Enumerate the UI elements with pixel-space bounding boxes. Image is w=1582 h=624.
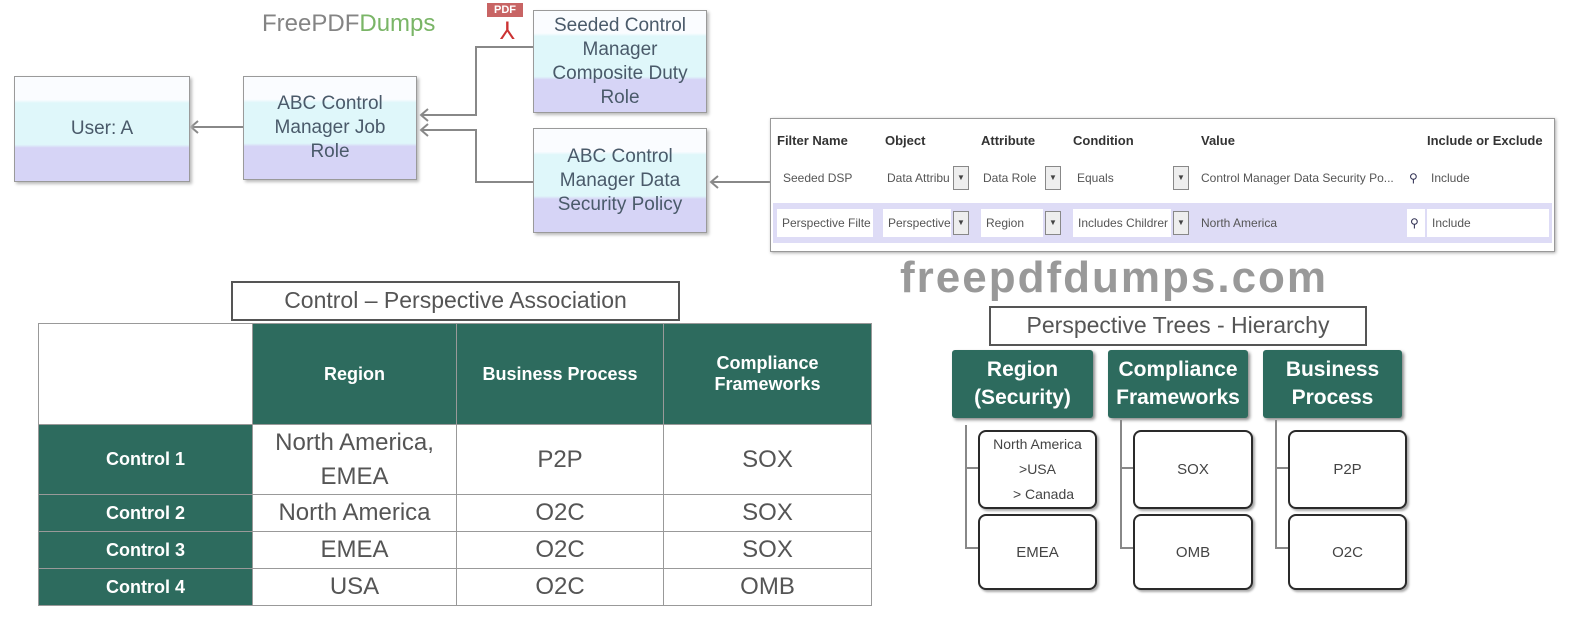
header-region: Region (252, 323, 457, 425)
col-value: Value (1201, 133, 1235, 148)
policy-label: ABC Control Manager Data Security Policy (557, 145, 683, 215)
header-business-process: Business Process (456, 323, 664, 425)
tree-header-compliance-text: Compliance Frameworks (1116, 358, 1240, 409)
attribute-select[interactable]: Region (981, 209, 1043, 237)
trees-title-text: Perspective Trees - Hierarchy (1026, 312, 1330, 338)
tree-node-omb: OMB (1133, 514, 1253, 590)
tree-header-region-text: Region (Security) (974, 358, 1071, 409)
acrobat-icon: ⅄ (500, 18, 515, 45)
filter-panel: Filter Name Object Attribute Condition V… (770, 118, 1555, 252)
filter-name-field[interactable]: Perspective Filte (777, 209, 873, 237)
pdf-icon-label: PDF (494, 4, 516, 16)
condition-select[interactable]: Includes Childrer (1073, 209, 1171, 237)
attribute-select[interactable]: Data Role (983, 171, 1037, 185)
tree-header-business-text: Business Process (1285, 358, 1380, 409)
watermark: freepdfdumps.com (900, 254, 1328, 302)
user-label: User: A (70, 118, 134, 139)
filter-name-field[interactable]: Seeded DSP (783, 171, 853, 185)
search-icon[interactable]: ⚲ (1407, 209, 1425, 237)
col-object: Object (885, 133, 926, 148)
dropdown-arrow-icon[interactable]: ▼ (953, 211, 969, 235)
node-omb: OMB (1175, 543, 1211, 561)
association-title: Control – Perspective Association (231, 281, 680, 321)
dropdown-arrow-icon[interactable]: ▼ (1045, 166, 1061, 190)
pdf-icon: PDF (487, 3, 523, 17)
job-role-box: ABC Control Manager Job Role (243, 76, 417, 180)
job-role-label: ABC Control Manager Job Role (274, 93, 386, 162)
node-emea: EMEA (1016, 543, 1059, 561)
cell-compliance: OMB (663, 568, 872, 606)
condition-select[interactable]: Equals (1077, 171, 1114, 185)
node-usa: >USA (1019, 461, 1056, 477)
cell-compliance: SOX (663, 424, 872, 495)
association-table: Region Business Process Compliance Frame… (38, 323, 872, 606)
duty-role-box: Seeded Control Manager Composite Duty Ro… (533, 10, 707, 113)
node-canada: > Canada (1012, 486, 1075, 502)
node-sox: SOX (1177, 461, 1209, 478)
row-label: Control 4 (38, 568, 253, 606)
brand-part1: FreePDF (262, 10, 360, 37)
tree-node-emea: EMEA (978, 514, 1097, 590)
cell-business-process: P2P (456, 424, 664, 495)
cell-business-process: O2C (456, 531, 664, 569)
header-empty (38, 323, 253, 425)
value-field[interactable]: Control Manager Data Security Po... (1201, 171, 1394, 185)
cell-region: EMEA (252, 531, 457, 569)
cell-region: USA (252, 568, 457, 606)
node-north-america: North America (993, 436, 1082, 452)
col-filter-name: Filter Name (777, 133, 848, 148)
association-title-text: Control – Perspective Association (284, 287, 627, 313)
dropdown-arrow-icon[interactable]: ▼ (953, 166, 969, 190)
col-condition: Condition (1073, 133, 1134, 148)
dropdown-arrow-icon[interactable]: ▼ (1045, 211, 1061, 235)
dropdown-arrow-icon[interactable]: ▼ (1173, 211, 1189, 235)
cell-region: North America, EMEA (252, 424, 457, 495)
cell-business-process: O2C (456, 568, 664, 606)
brand-logo: FreePDFDumps (262, 10, 435, 38)
cell-business-process: O2C (456, 494, 664, 532)
row-label: Control 3 (38, 531, 253, 569)
row-label: Control 2 (38, 494, 253, 532)
tree-node-north-america: North America >USA > Canada (978, 430, 1097, 509)
tree-header-compliance: Compliance Frameworks (1108, 350, 1248, 418)
policy-box: ABC Control Manager Data Security Policy (533, 128, 707, 233)
user-box: User: A (14, 76, 190, 182)
header-compliance: Compliance Frameworks (663, 323, 872, 425)
brand-part2: Dumps (359, 10, 436, 37)
watermark-text: freepdfdumps.com (900, 253, 1329, 302)
col-attribute: Attribute (981, 133, 1036, 148)
cell-compliance: SOX (663, 494, 872, 532)
cell-compliance: SOX (663, 531, 872, 569)
row-label: Control 1 (38, 424, 253, 495)
object-select[interactable]: Perspective (883, 209, 951, 237)
include-field[interactable]: Include (1431, 171, 1470, 185)
value-field[interactable]: North America (1201, 216, 1278, 230)
tree-node-p2p: P2P (1288, 430, 1407, 509)
node-p2p: P2P (1333, 461, 1362, 478)
tree-node-sox: SOX (1133, 430, 1253, 509)
dropdown-arrow-icon[interactable]: ▼ (1173, 166, 1189, 190)
duty-role-label: Seeded Control Manager Composite Duty Ro… (552, 14, 688, 108)
tree-node-o2c: O2C (1288, 514, 1407, 590)
tree-header-business: Business Process (1263, 350, 1402, 418)
trees-title: Perspective Trees - Hierarchy (989, 306, 1367, 346)
cell-region: North America (252, 494, 457, 532)
tree-header-region: Region (Security) (952, 350, 1093, 418)
col-include: Include or Exclude (1427, 133, 1543, 148)
object-select[interactable]: Data Attribu (887, 171, 950, 185)
node-o2c: O2C (1332, 543, 1363, 561)
table-header-row: Region Business Process Compliance Frame… (38, 323, 872, 425)
search-icon[interactable]: ⚲ (1409, 171, 1418, 185)
include-field[interactable]: Include (1427, 209, 1549, 237)
